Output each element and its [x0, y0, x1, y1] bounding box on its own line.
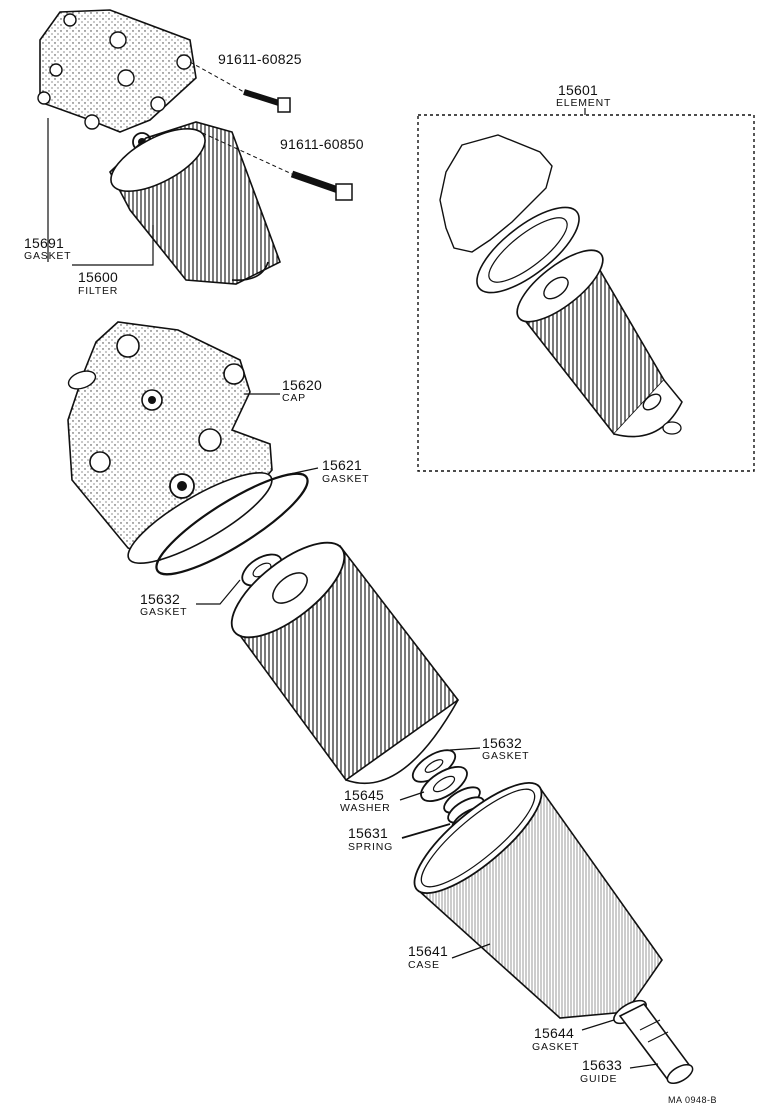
part-number-15632-upper: 15632 [140, 591, 180, 607]
part-name-gasket: GASKET [322, 473, 370, 485]
gasket-15621-drawing [155, 472, 309, 576]
part-number-91611-60850: 91611-60850 [280, 136, 364, 152]
part-name-gasket: GASKET [140, 606, 188, 618]
part-number-15631: 15631 [348, 825, 388, 841]
part-name-guide: GUIDE [580, 1073, 618, 1085]
element-inset-drawing [417, 108, 755, 472]
part-name-washer: WASHER [340, 802, 391, 814]
part-name-filter: FILTER [78, 285, 119, 297]
part-name-element: ELEMENT [556, 97, 612, 109]
part-number-15691: 15691 [24, 235, 64, 251]
part-number-15601: 15601 [558, 82, 598, 98]
part-number-15620: 15620 [282, 377, 322, 393]
part-number-15621: 15621 [322, 457, 362, 473]
part-name-case: CASE [408, 959, 440, 971]
part-number-91611-60825: 91611-60825 [218, 51, 302, 67]
part-number-15632-lower: 15632 [482, 735, 522, 751]
gasket-15632-upper-drawing [196, 553, 283, 605]
filter-element-drawing [230, 541, 460, 785]
part-name-cap: CAP [282, 392, 306, 404]
guide-drawing [581, 999, 694, 1085]
part-number-15644: 15644 [534, 1025, 574, 1041]
filter-assembly-drawing [37, 9, 353, 285]
gasket-washer-drawing [399, 747, 481, 803]
drawing-code: MA 0948-B [668, 1095, 718, 1105]
part-number-15645: 15645 [344, 787, 384, 803]
part-number-15600: 15600 [78, 269, 118, 285]
part-number-15641: 15641 [408, 943, 448, 959]
part-name-gasket: GASKET [24, 250, 72, 262]
part-number-15633: 15633 [582, 1057, 622, 1073]
case-drawing [413, 781, 663, 1019]
part-name-spring: SPRING [348, 841, 394, 853]
part-name-gasket: GASKET [532, 1041, 580, 1053]
part-name-gasket: GASKET [482, 750, 530, 762]
